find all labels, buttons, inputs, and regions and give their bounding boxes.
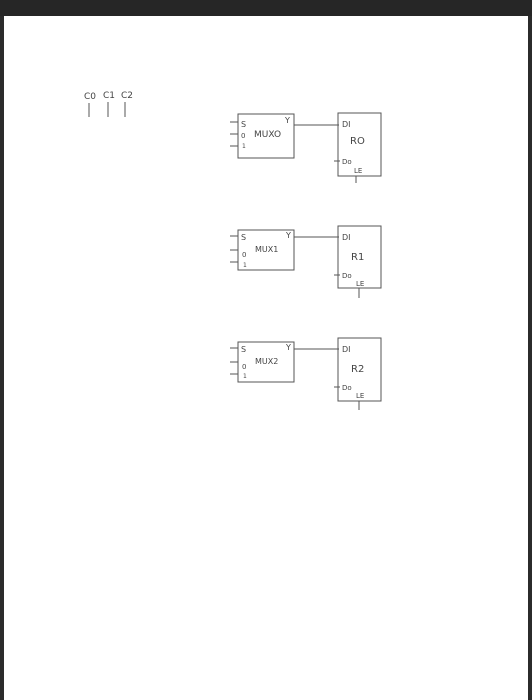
register1-name: R1	[351, 252, 364, 263]
register2-load-enable-label: LE	[356, 392, 364, 400]
viewer-top-bar	[0, 0, 532, 16]
control-signals: C0 C1 C2	[84, 91, 133, 117]
document-page: C0 C1 C2 S 0 1 MUXO Y DI RO Do LE S 0 1 …	[4, 16, 528, 700]
mux0-input0-label: 0	[241, 132, 245, 140]
control-signal-c2: C2	[121, 91, 133, 101]
mux0-box	[237, 113, 295, 159]
circuit-diagram: C0 C1 C2 S 0 1 MUXO Y DI RO Do LE S 0 1 …	[84, 91, 382, 410]
control-signal-c0: C0	[84, 92, 96, 102]
mux1-name: MUX1	[255, 245, 278, 254]
register0-data-in-label: DI	[342, 120, 351, 129]
mux1-output-label: Y	[285, 231, 291, 240]
row-2: S 0 1 MUX2 Y DI R2 Do LE	[230, 337, 382, 410]
register1-load-enable-label: LE	[356, 280, 364, 288]
register0-box	[337, 112, 382, 177]
mux1-input1-label: 1	[243, 262, 247, 269]
mux1-input0-label: 0	[242, 251, 246, 259]
mux2-select-label: S	[241, 345, 246, 354]
register0-load-enable-label: LE	[354, 167, 362, 175]
register1-data-in-label: DI	[342, 233, 351, 242]
control-signal-c1: C1	[103, 91, 115, 101]
row-0: S 0 1 MUXO Y DI RO Do LE	[230, 112, 382, 183]
register2-name: R2	[351, 364, 364, 375]
register2-data-out-label: Do	[342, 384, 352, 392]
register2-data-in-label: DI	[342, 345, 351, 354]
mux2-input0-label: 0	[242, 363, 246, 371]
mux2-name: MUX2	[255, 357, 278, 366]
register0-data-out-label: Do	[342, 158, 352, 166]
mux2-input1-label: 1	[243, 373, 247, 380]
mux0-input1-label: 1	[242, 143, 246, 150]
mux0-name: MUXO	[254, 130, 281, 140]
row-1: S 0 1 MUX1 Y DI R1 Do LE	[230, 225, 382, 298]
mux0-output-label: Y	[284, 116, 290, 125]
mux0-select-label: S	[241, 120, 246, 129]
mux1-select-label: S	[241, 233, 246, 242]
register0-name: RO	[350, 136, 365, 147]
mux2-output-label: Y	[285, 343, 291, 352]
register1-data-out-label: Do	[342, 272, 352, 280]
